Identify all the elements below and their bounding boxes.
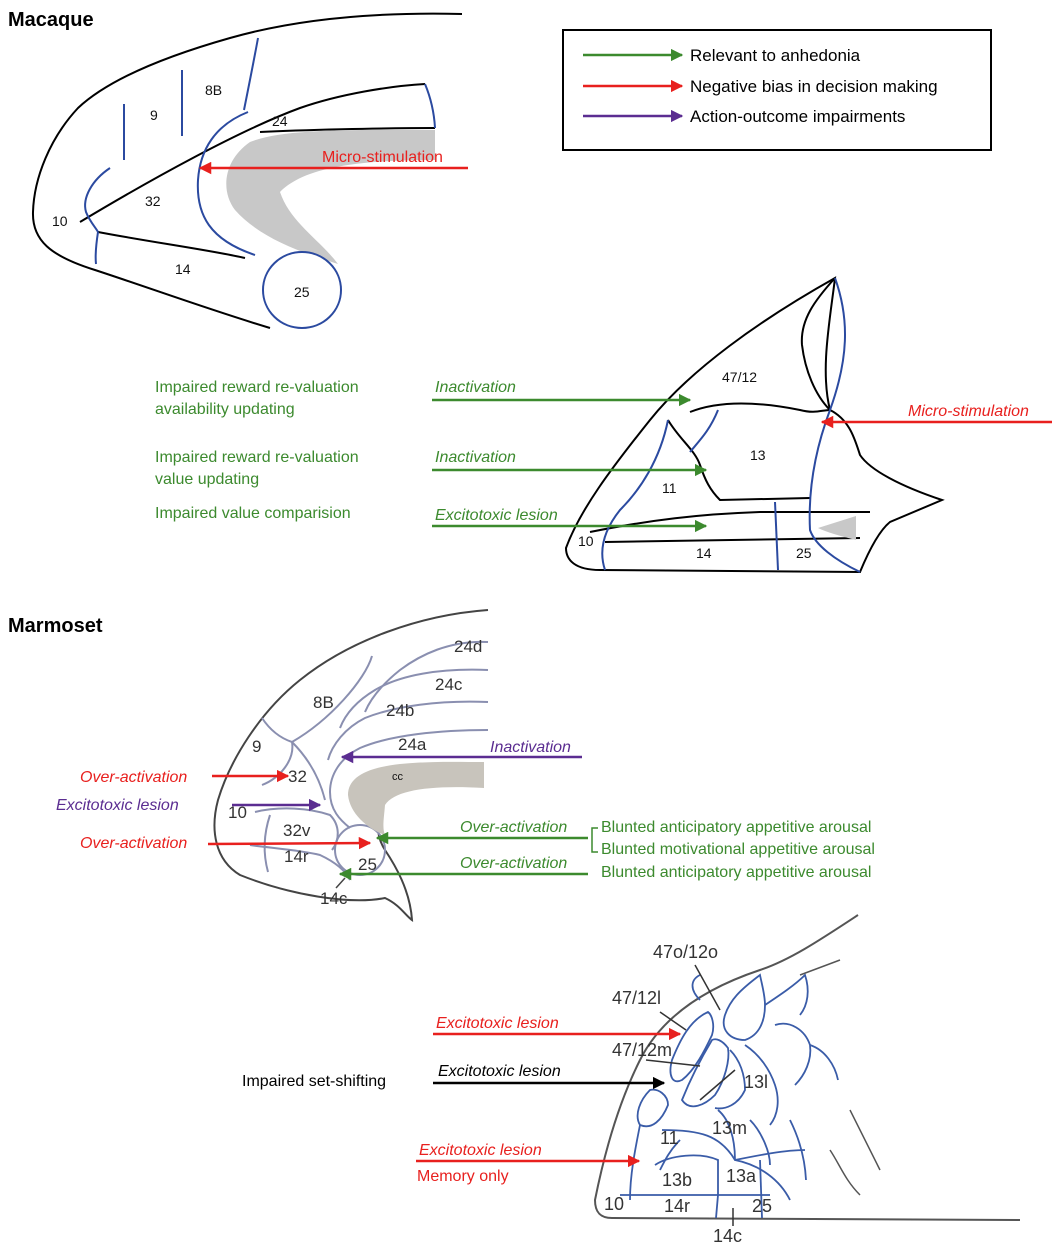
marmoset-orb-leader-13l — [700, 1070, 735, 1100]
marmoset-left-method-3: Over-activation — [80, 835, 187, 852]
marmoset-orb-outcome-setshift: Impaired set-shifting — [242, 1073, 386, 1090]
marmoset-left-arrow-3 — [208, 843, 370, 844]
marmoset-label-9: 9 — [252, 737, 261, 756]
macaque-label-32: 32 — [145, 193, 161, 209]
macaque-orb-microstim-label: Micro-stimulation — [908, 403, 1029, 420]
macaque-effect-2-line2: value updating — [155, 471, 259, 488]
macaque-label-24: 24 — [272, 113, 288, 129]
macaque-border-32-left — [85, 168, 110, 232]
macaque-label-25: 25 — [294, 284, 310, 300]
marmoset-orb-label-14c: 14c — [713, 1226, 742, 1246]
macaque-effect-2-line1: Impaired reward re-valuation — [155, 449, 359, 466]
marmoset-label-24c: 24c — [435, 675, 463, 694]
macaque-label-14: 14 — [175, 261, 191, 277]
macaque-orb-blue-left — [602, 420, 668, 570]
macaque-microstim-label: Micro-stimulation — [322, 149, 443, 166]
marmoset-label-14r: 14r — [284, 847, 309, 866]
marmoset-orb-label-47-12l: 47/12l — [612, 988, 661, 1008]
macaque-label-10: 10 — [52, 213, 68, 229]
legend-label-action-outcome: Action-outcome impairments — [690, 107, 905, 126]
macaque-orb-14-mid — [605, 538, 860, 542]
legend: Relevant to anhedonia Negative bias in d… — [563, 30, 991, 150]
macaque-orb-label-25: 25 — [796, 545, 812, 561]
marmoset-inactivation-label: Inactivation — [490, 739, 571, 756]
marmoset-label-24a: 24a — [398, 735, 427, 754]
marmoset-orbital-diagram: 47o/12o 47/12l 47/12m 13l 11 13m 13b 13a… — [242, 915, 1020, 1246]
marmoset-label-cc: cc — [392, 771, 404, 783]
macaque-border-8b-right — [244, 38, 258, 110]
marmoset-orb-method-1: Excitotoxic lesion — [436, 1015, 559, 1032]
marmoset-label-24b: 24b — [386, 701, 414, 720]
marmoset-label-32v: 32v — [283, 821, 311, 840]
marmoset-orb-label-13b: 13b — [662, 1170, 692, 1190]
marmoset-orb-label-13l: 13l — [744, 1072, 768, 1092]
macaque-effect-1-line1: Impaired reward re-valuation — [155, 379, 359, 396]
marmoset-label-24d: 24d — [454, 637, 482, 656]
macaque-title: Macaque — [8, 9, 94, 31]
marmoset-right-method-1: Over-activation — [460, 819, 567, 836]
macaque-orb-label-13: 13 — [750, 447, 766, 463]
marmoset-outcome-2: Blunted motivational appetitive arousal — [601, 841, 875, 858]
legend-label-negative-bias: Negative bias in decision making — [690, 77, 938, 96]
macaque-label-9: 9 — [150, 107, 158, 123]
macaque-orb-blue-11 — [690, 410, 718, 452]
marmoset-orb-method-3: Excitotoxic lesion — [419, 1142, 542, 1159]
macaque-orb-11-border — [668, 420, 810, 500]
marmoset-medial-diagram: 24d 24c 8B 24b 24a 9 32 cc 10 32v 14r 25… — [56, 610, 875, 920]
marmoset-orb-label-47-12m: 47/12m — [612, 1040, 672, 1060]
marmoset-orbital-grey-3 — [830, 1150, 860, 1195]
marmoset-outcome-3: Blunted anticipatory appetitive arousal — [601, 864, 871, 881]
macaque-label-8b: 8B — [205, 82, 222, 98]
marmoset-left-method-1: Over-activation — [80, 769, 187, 786]
macaque-orbital-outline — [566, 278, 942, 572]
marmoset-orbital-grey-2 — [850, 1110, 880, 1170]
macaque-effect-3-line1: Impaired value comparision — [155, 505, 351, 522]
legend-label-anhedonia: Relevant to anhedonia — [690, 46, 861, 65]
macaque-orb-47-13-border — [690, 404, 830, 413]
marmoset-right-method-2: Over-activation — [460, 855, 567, 872]
macaque-orb-47-upper — [802, 278, 835, 410]
marmoset-label-25: 25 — [358, 855, 377, 874]
marmoset-orb-label-14r: 14r — [664, 1196, 690, 1216]
marmoset-left-method-2: Excitotoxic lesion — [56, 797, 179, 814]
marmoset-label-32: 32 — [288, 767, 307, 786]
macaque-orb-label-47-12: 47/12 — [722, 369, 757, 385]
marmoset-label-8b: 8B — [313, 693, 334, 712]
marmoset-orb-label-11: 11 — [660, 1128, 679, 1148]
macaque-method-2: Inactivation — [435, 449, 516, 466]
marmoset-title: Marmoset — [8, 615, 103, 637]
macaque-orb-label-10: 10 — [578, 533, 594, 549]
marmoset-14c-leader — [336, 878, 345, 888]
marmoset-label-14c: 14c — [320, 889, 348, 908]
marmoset-orb-label-13a: 13a — [726, 1166, 757, 1186]
macaque-border-10-14 — [96, 232, 98, 264]
macaque-orb-label-11: 11 — [662, 480, 677, 496]
marmoset-orb-method-2: Excitotoxic lesion — [438, 1063, 561, 1080]
marmoset-orb-label-25: 25 — [752, 1196, 772, 1216]
marmoset-outcome-bracket — [592, 828, 598, 852]
marmoset-orb-memory-only: Memory only — [417, 1168, 509, 1185]
marmoset-orb-leader-47m — [646, 1060, 700, 1066]
marmoset-orbital-grey-1 — [800, 960, 840, 975]
macaque-medial-diagram: 9 8B 24 32 10 14 25 Micro-stimulation — [33, 14, 468, 328]
macaque-32-14-border — [98, 232, 245, 258]
macaque-border-24-end — [425, 84, 435, 128]
macaque-orb-label-14: 14 — [696, 545, 712, 561]
macaque-method-3: Excitotoxic lesion — [435, 507, 558, 524]
macaque-effect-1-line2: availability updating — [155, 401, 295, 418]
macaque-method-1: Inactivation — [435, 379, 516, 396]
marmoset-orb-label-10: 10 — [604, 1194, 624, 1214]
marmoset-outcome-1: Blunted anticipatory appetitive arousal — [601, 819, 871, 836]
marmoset-orb-label-13m: 13m — [712, 1118, 747, 1138]
marmoset-orb-label-47o: 47o/12o — [653, 942, 718, 962]
macaque-orb-grey — [818, 516, 856, 540]
